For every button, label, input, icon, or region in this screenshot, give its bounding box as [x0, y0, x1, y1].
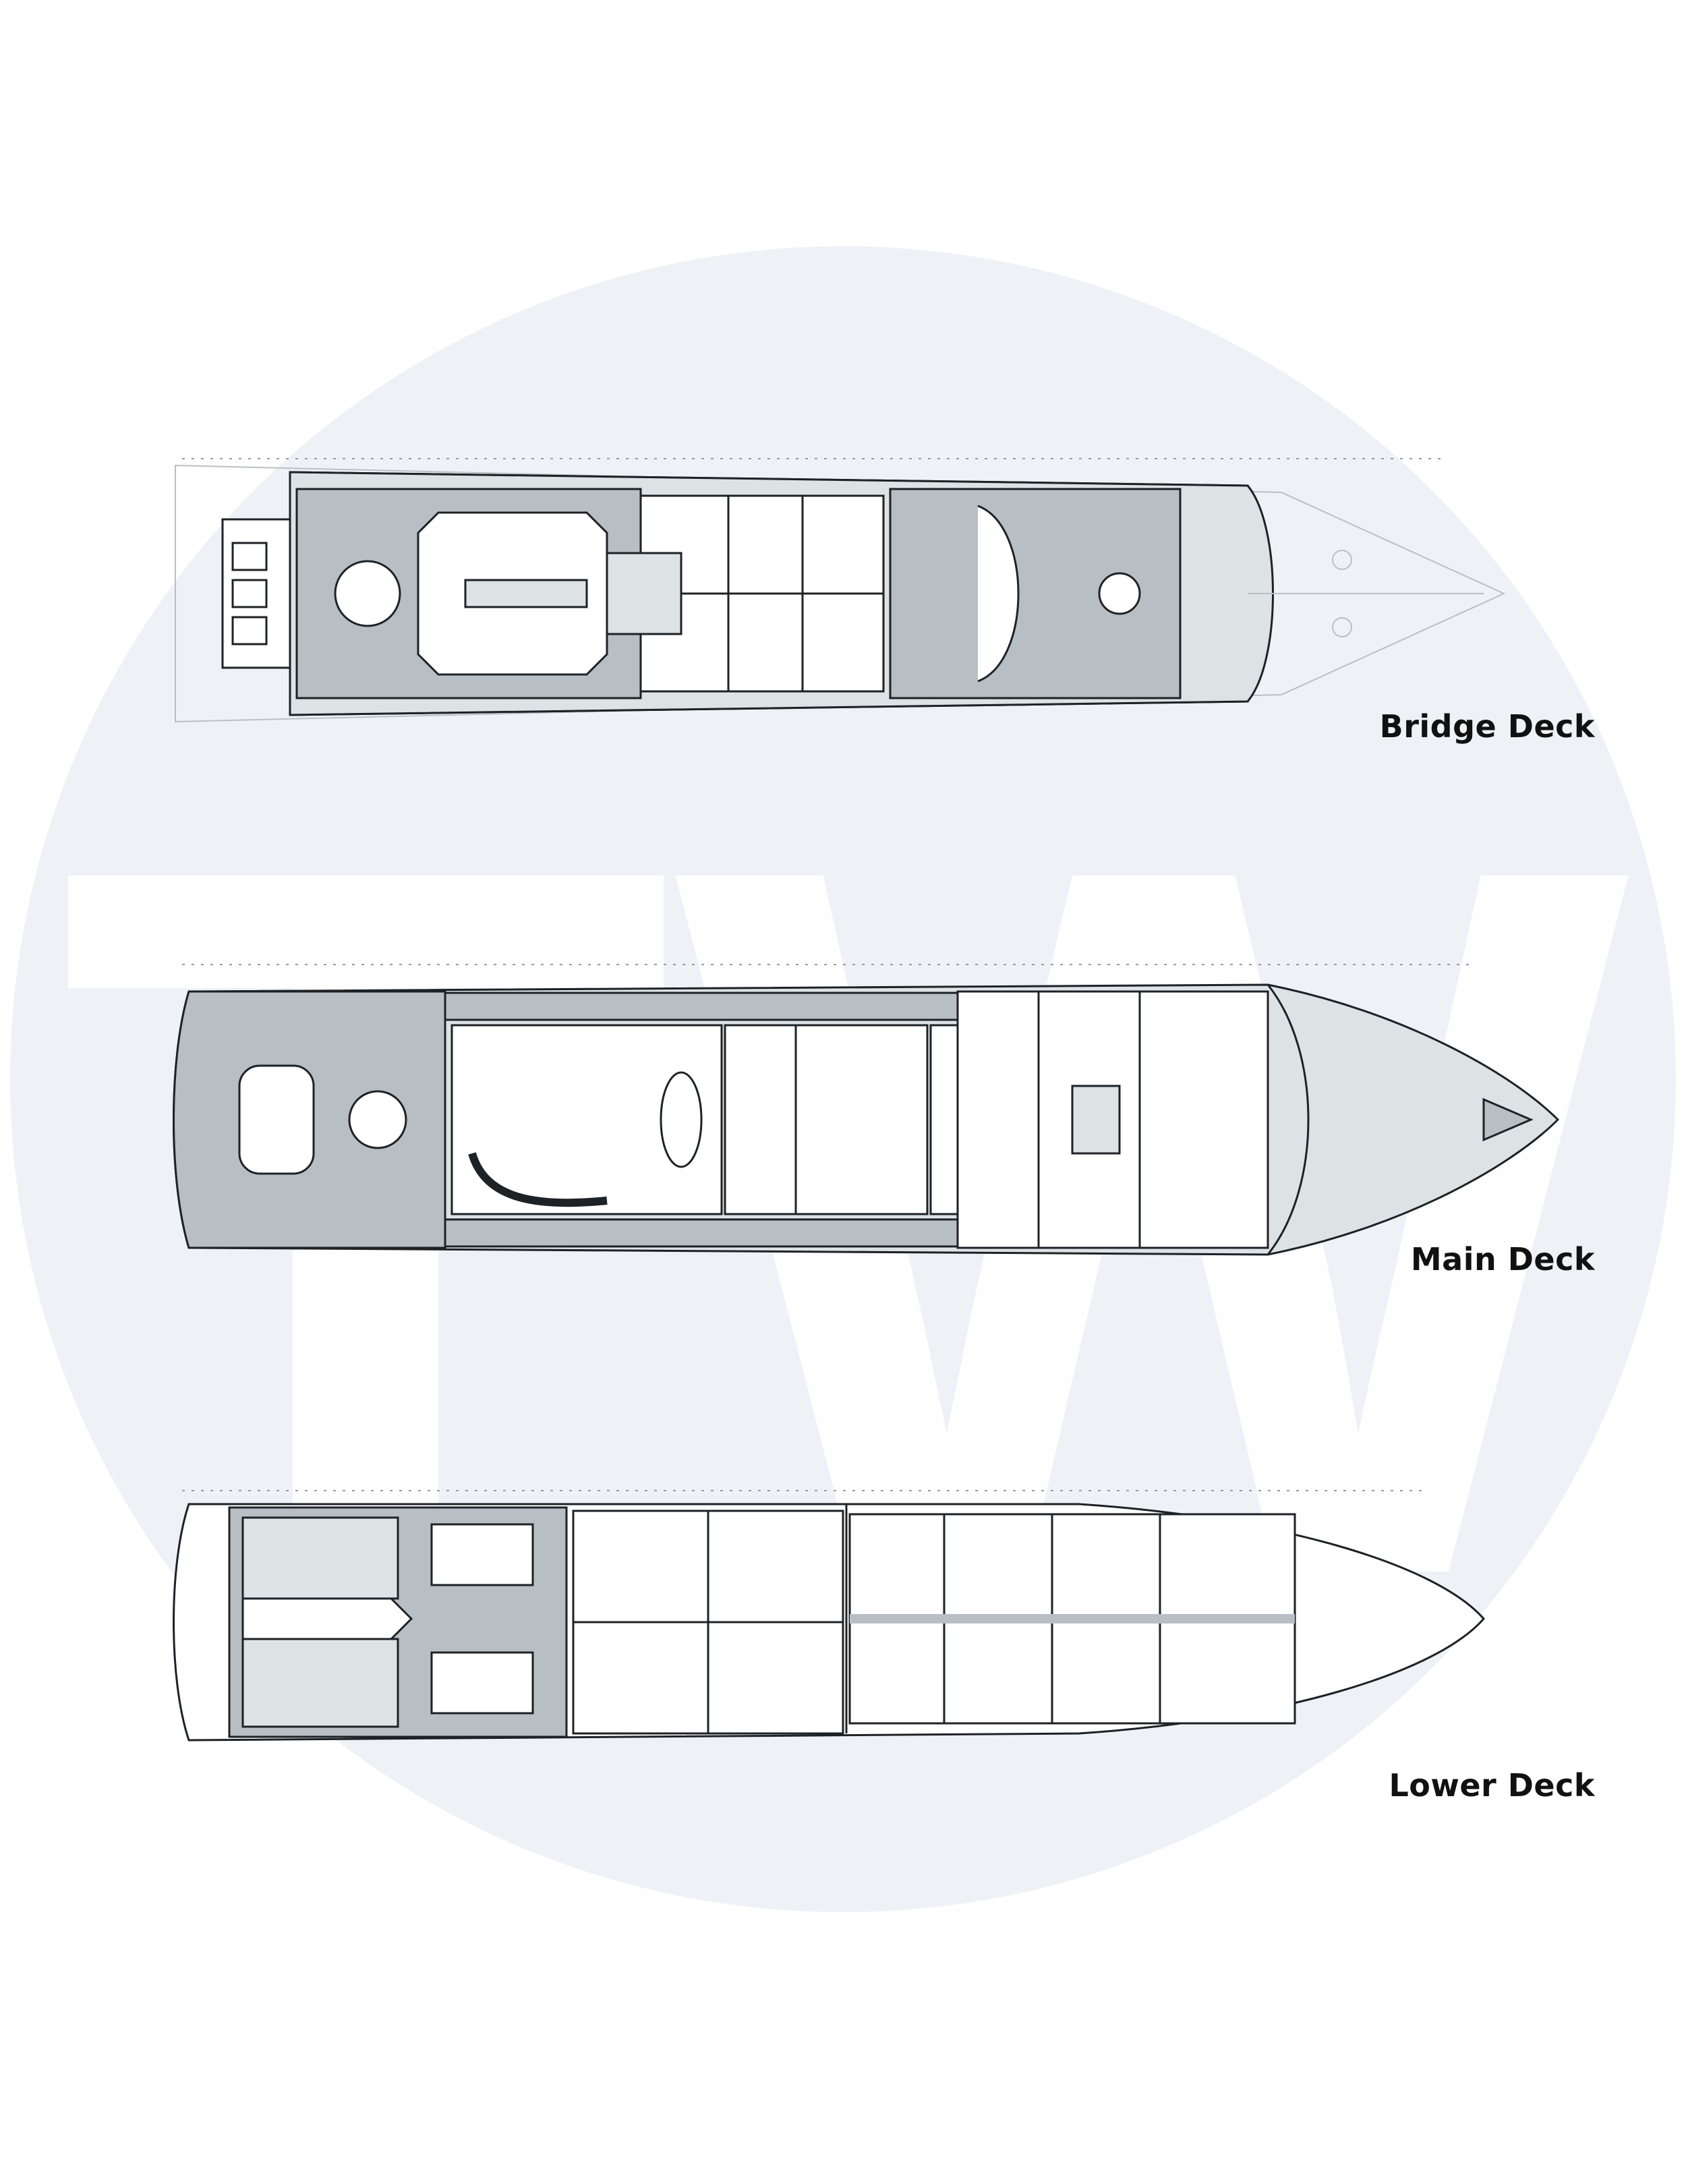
- bridge-deck-label: Bridge Deck: [1379, 708, 1595, 745]
- jacuzzi: [238, 1064, 315, 1175]
- bridge-deck: Bridge Deck: [0, 425, 1686, 776]
- main-deck: Main Deck: [0, 951, 1686, 1288]
- engine-port: [430, 1523, 534, 1586]
- main-deck-label: Main Deck: [1410, 1241, 1595, 1277]
- lower-deck: Lower Deck: [0, 1477, 1686, 1804]
- dining-table: [334, 560, 401, 627]
- engine-starboard: [430, 1651, 534, 1715]
- bridge-deck-plan: [175, 458, 1506, 723]
- main-deck-plan: [173, 964, 1560, 1256]
- lower-deck-plan: [173, 1490, 1485, 1742]
- lower-deck-label: Lower Deck: [1389, 1767, 1595, 1804]
